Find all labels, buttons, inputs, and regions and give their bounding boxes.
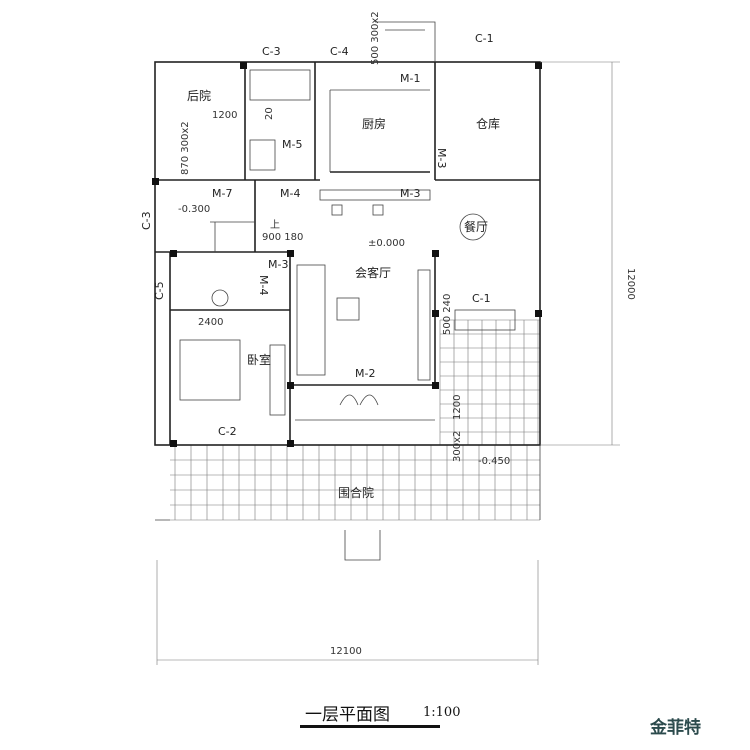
- drawing-scale: 1:100: [423, 705, 461, 720]
- dim-300x2: 300x2: [452, 431, 463, 462]
- level-minus300: -0.300: [178, 204, 210, 215]
- door-m5: M-5: [282, 138, 302, 151]
- room-bedroom: 卧室: [247, 352, 271, 367]
- room-dining: 餐厅: [464, 219, 488, 234]
- door-m3-mid: M-3: [400, 187, 420, 200]
- brand-logo: 金菲特: [650, 718, 701, 738]
- dim-900-180: 900 180: [262, 232, 303, 243]
- dim-1200-right: 1200: [452, 395, 463, 420]
- room-backyard: 后院: [187, 89, 211, 103]
- drawing-title: 一层平面图: [305, 705, 390, 725]
- walls: [154, 21, 541, 561]
- room-kitchen: 厨房: [362, 116, 386, 131]
- courtyard-paving: [170, 319, 540, 521]
- door-m3-right: M-3: [435, 148, 448, 168]
- window-c3-top: C-3: [262, 45, 281, 58]
- dim-500-240: 500 240: [442, 294, 453, 335]
- dim-870-300x2: 870 300x2: [180, 121, 191, 175]
- dim-12100: 12100: [330, 646, 362, 657]
- window-c3-left: C-3: [140, 211, 153, 230]
- dim-1200-top: 1200: [212, 110, 237, 121]
- window-c1-top: C-1: [475, 32, 494, 45]
- door-m4-top: M-4: [280, 187, 300, 200]
- dim-12000: 12000: [625, 268, 636, 300]
- door-m3-stair: M-3: [268, 258, 288, 271]
- dim-500-300x2: 500 300x2: [370, 11, 381, 65]
- window-c4: C-4: [330, 45, 349, 58]
- structural-columns: [152, 62, 542, 447]
- door-m1: M-1: [400, 72, 420, 85]
- dim-20: 20: [264, 107, 275, 120]
- door-m7: M-7: [212, 187, 232, 200]
- room-courtyard: 围合院: [338, 485, 374, 500]
- title-underline: [300, 725, 440, 728]
- room-living: 会客厅: [355, 265, 391, 280]
- dim-2400: 2400: [198, 317, 223, 328]
- level-zero: ±0.000: [368, 238, 405, 249]
- room-storage: 仓库: [476, 116, 500, 131]
- window-c2: C-2: [218, 425, 237, 438]
- window-c5: C-5: [153, 281, 166, 300]
- label-up: 上: [270, 219, 280, 231]
- door-m2: M-2: [355, 367, 375, 380]
- door-m4-left: M-4: [257, 275, 270, 295]
- window-c1-mid: C-1: [472, 292, 491, 305]
- level-minus450: -0.450: [478, 456, 510, 467]
- dimension-lines: [156, 61, 620, 665]
